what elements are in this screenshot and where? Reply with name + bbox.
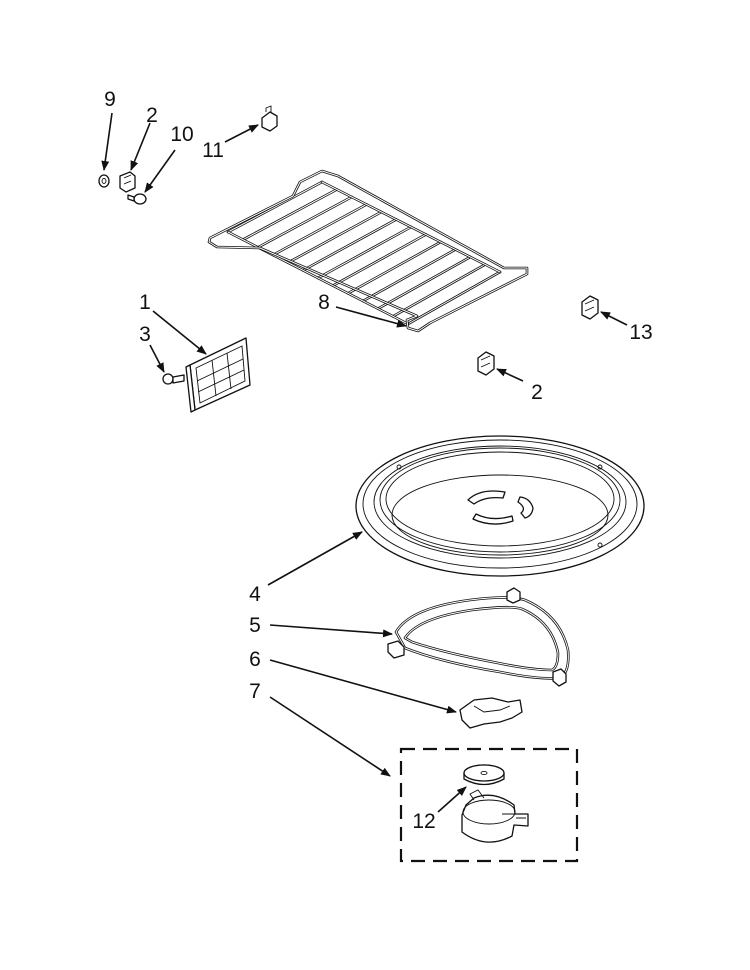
callout-13: 13	[629, 321, 652, 344]
leader-2-upper	[130, 122, 151, 171]
rack-side-rail	[321, 181, 501, 273]
callout-6: 6	[249, 648, 261, 671]
rack-crossbar	[272, 204, 367, 256]
washer-part-9	[98, 174, 110, 188]
rack-crossbar	[332, 234, 427, 287]
clip-part-2-upper	[119, 171, 136, 193]
leader-9	[101, 112, 113, 171]
oven-rack-part-8	[207, 169, 529, 333]
coupler-part-6	[459, 697, 523, 729]
rack-crossbar	[257, 196, 353, 248]
callout-5: 5	[249, 614, 261, 637]
callout-9: 9	[104, 88, 116, 111]
callout-11: 11	[202, 139, 224, 162]
rack-crossbar	[302, 219, 397, 271]
rack-crossbar	[407, 271, 501, 325]
callout-10: 10	[170, 123, 193, 146]
filter-grille-part-1	[185, 337, 251, 413]
rack-crossbar	[227, 181, 323, 233]
leader-4	[267, 531, 363, 586]
callout-4: 4	[249, 583, 261, 606]
callout-12: 12	[412, 810, 435, 833]
roller-ring-part-5	[387, 587, 570, 687]
leader-10	[144, 149, 176, 193]
rack-crossbar	[242, 189, 338, 241]
leader-7	[269, 696, 391, 777]
callout-2-upper: 2	[146, 104, 158, 127]
motor-part-12	[461, 764, 529, 843]
rack-crossbar	[362, 249, 456, 302]
rack-crossbar	[377, 256, 471, 310]
callout-1: 1	[139, 291, 151, 314]
clip-part-2-lower	[477, 351, 495, 376]
part-7-group-box	[399, 747, 579, 863]
leader-13	[600, 311, 628, 326]
leader-5	[269, 624, 393, 638]
rack-crossbar	[392, 264, 486, 317]
rack-crossbar	[347, 241, 442, 294]
leader-12	[437, 786, 467, 813]
rack-crossbar	[317, 226, 412, 279]
clip-part-13	[581, 295, 599, 320]
rack-crossbar	[287, 211, 382, 264]
leader-3	[149, 344, 165, 373]
turntable-tray-part-4	[355, 435, 645, 577]
bracket-part-11	[261, 105, 278, 132]
screw-part-10	[127, 193, 147, 205]
leader-1	[152, 310, 207, 355]
callout-2-lower: 2	[531, 381, 543, 404]
leader-11	[224, 124, 259, 143]
callout-3: 3	[139, 323, 151, 346]
leader-2-lower	[496, 368, 524, 382]
leader-6	[269, 659, 457, 714]
screw-part-3	[162, 373, 185, 385]
callout-7: 7	[249, 680, 261, 703]
leader-8	[335, 306, 407, 328]
callout-8: 8	[318, 291, 330, 314]
